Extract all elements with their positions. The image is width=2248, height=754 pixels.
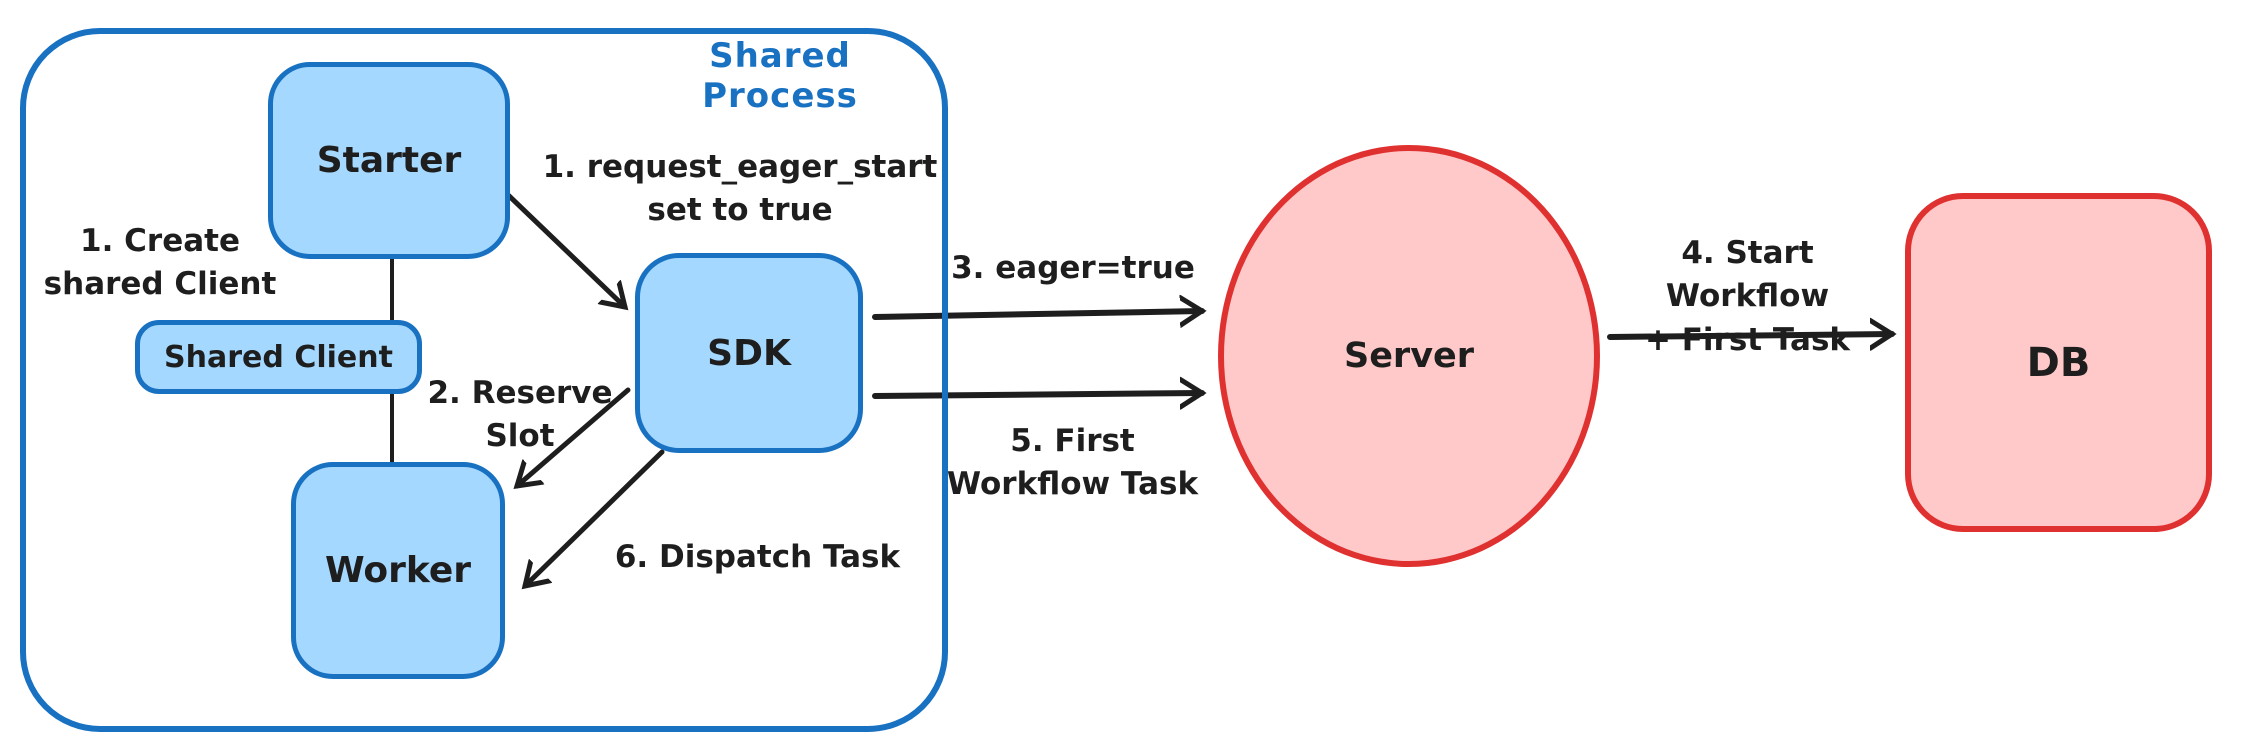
server-node: Server <box>1218 145 1600 567</box>
sdk-node: SDK <box>635 253 863 453</box>
starter-label: Starter <box>316 140 462 181</box>
db-label: DB <box>2026 339 2091 386</box>
reserve-slot-label: 2. Reserve Slot <box>427 375 613 455</box>
start-workflow-label: 4. Start Workflow + First Task <box>1644 235 1851 358</box>
first-workflow-task-label: 5. First Workflow Task <box>946 423 1199 503</box>
shared-process-container <box>20 28 948 732</box>
server-label: Server <box>1343 336 1475 376</box>
db-node: DB <box>1905 193 2212 532</box>
starter-node: Starter <box>268 62 510 259</box>
worker-node: Worker <box>291 462 505 679</box>
shared-client-label: Shared Client <box>164 339 393 375</box>
worker-label: Worker <box>324 550 472 591</box>
shared-process-label: Shared Process <box>702 36 858 116</box>
request-eager-start-label: 1. request_eager_start set to true <box>542 149 938 229</box>
dispatch-task-label: 6. Dispatch Task <box>614 539 901 575</box>
sdk-label: SDK <box>707 332 791 374</box>
shared-client-node: Shared Client <box>135 320 422 394</box>
eager-true-label: 3. eager=true <box>951 250 1195 286</box>
create-shared-client-label: 1. Create shared Client <box>43 223 277 303</box>
